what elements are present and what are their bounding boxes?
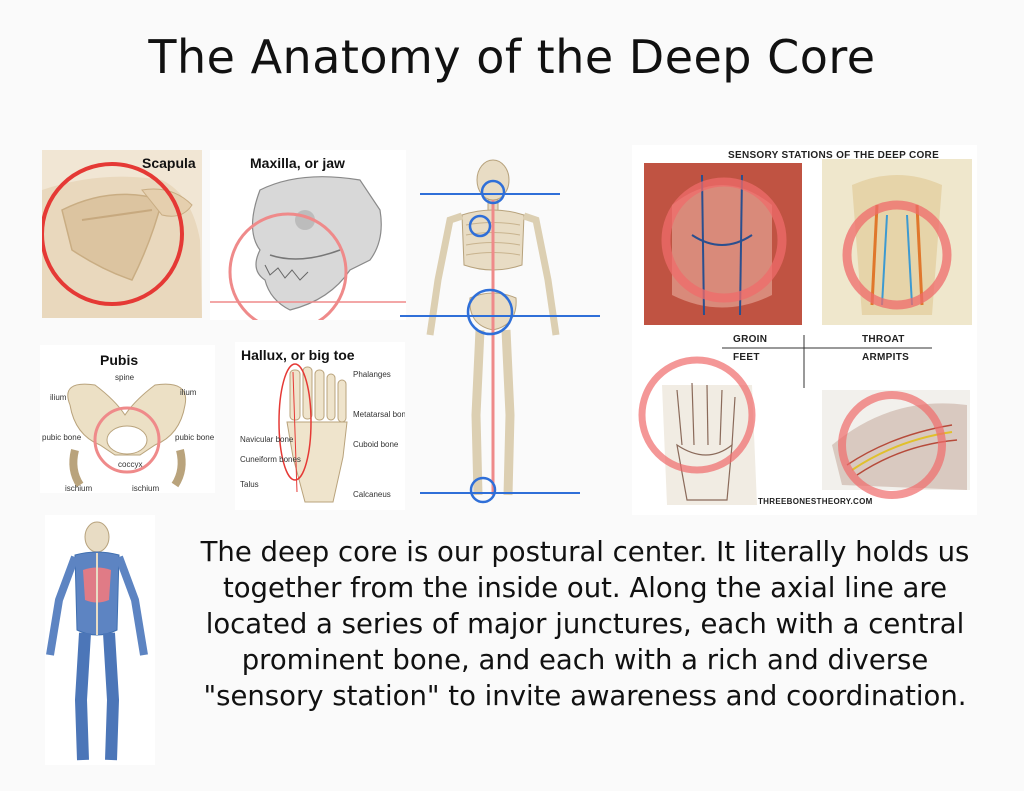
description-text: The deep core is our postural center. It… [160,534,1010,714]
hallux-panel: Phalanges Metatarsal bones Cuboid bone N… [235,342,405,510]
description-line-3: located a series of major junctures, eac… [205,608,965,640]
skeleton-panel [400,150,600,512]
annotation-coccyx: coccyx [118,460,142,469]
pubis-label: Pubis [100,352,139,368]
scapula-panel [42,150,202,318]
feet-label: FEET [733,352,760,363]
annotation-pubic-right: pubic bone [175,433,215,442]
maxilla-panel [210,150,406,320]
muscle-figure-illustration [45,515,155,765]
pelvis-illustration: spine ilium ilium pubic bone pubic bone … [40,345,215,493]
annotation-ilium-right: ilium [180,388,197,397]
annotation-cuneiform: Cuneiform bones [240,455,301,464]
scapula-label: Scapula [142,155,196,171]
scapula-illustration [42,150,202,318]
sensory-title: SENSORY STATIONS OF THE DEEP CORE [728,150,940,161]
skeleton-illustration [400,159,600,504]
maxilla-label: Maxilla, or jaw [250,155,345,171]
throat-label: THROAT [862,334,905,345]
hallux-label: Hallux, or big toe [241,347,355,363]
groin-label: GROIN [733,334,768,345]
sensory-stations-illustration [632,145,977,515]
credit-text: THREEBONESTHEORY.COM [758,497,873,506]
annotation-ischium-left: ischium [65,484,92,493]
description-line-1: The deep core is our postural center. It… [200,536,970,568]
annotation-calcaneus: Calcaneus [353,490,391,499]
description-line-5: "sensory station" to invite awareness an… [203,680,967,712]
description-line-2: together from the inside out. Along the … [222,572,948,604]
armpits-label: ARMPITS [862,352,910,363]
annotation-spine: spine [115,373,135,382]
jaw-illustration [210,150,406,320]
sensory-panel [632,145,977,515]
annotation-phalanges: Phalanges [353,370,391,379]
annotation-ilium-left: ilium [50,393,67,402]
annotation-metatarsal: Metatarsal bones [353,410,405,419]
annotation-cuboid: Cuboid bone [353,440,399,449]
annotation-pubic-left: pubic bone [42,433,82,442]
page-title: The Anatomy of the Deep Core [148,30,876,84]
muscle-figure-panel [45,515,155,765]
annotation-navicular: Navicular bone [240,435,294,444]
annotation-ischium-right: ischium [132,484,159,493]
annotation-talus: Talus [240,480,259,489]
pubis-panel: spine ilium ilium pubic bone pubic bone … [40,345,215,493]
foot-illustration: Phalanges Metatarsal bones Cuboid bone N… [235,342,405,510]
description-line-4: prominent bone, and each with a rich and… [241,644,929,676]
